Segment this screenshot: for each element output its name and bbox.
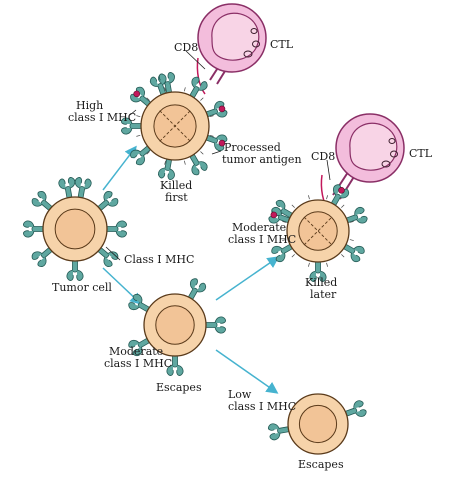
mhc-icon (58, 177, 76, 199)
mhc-icon (268, 423, 290, 441)
cell-low-mhc (268, 393, 367, 455)
arrow-to-low (215, 349, 279, 394)
mhc-icon (271, 244, 293, 263)
mhc-icon (31, 191, 53, 211)
arrow-to-high (102, 145, 137, 191)
killed-later-label-1: Killed (305, 276, 337, 289)
tumor-cells (23, 72, 368, 455)
leader-lines (105, 50, 331, 261)
antigen-icon (133, 90, 140, 98)
labels: CD8 CTL High class I MHC Processed tumor… (52, 38, 433, 471)
mhc-icon (66, 259, 84, 281)
killed-first-label-1: Killed (160, 179, 192, 192)
antigen-icon (218, 105, 226, 113)
tumor-cell-label: Tumor cell (52, 281, 112, 294)
antigen-icon (218, 139, 226, 147)
cell-moderate-right (268, 184, 368, 282)
cell-tumor (23, 177, 127, 281)
moderate-right-label-1: Moderate (232, 221, 286, 234)
high-mhc-label-1: High (76, 99, 103, 112)
mhc-icon (105, 220, 127, 238)
mhc-icon (331, 184, 350, 206)
nucleus (155, 305, 195, 345)
mhc-icon (130, 86, 151, 107)
mhc-icon (343, 244, 365, 263)
mhc-icon (205, 134, 228, 152)
mhc-icon (188, 278, 207, 300)
moderate-bottom-label-2: class I MHC (104, 357, 172, 370)
ctl-top (196, 3, 267, 95)
nucleus (54, 208, 96, 250)
mhc-icon (74, 177, 92, 199)
low-mhc-label-2: class I MHC (228, 400, 296, 413)
arrow-to-moderate-right (215, 256, 280, 301)
mhc-icon (204, 316, 226, 334)
mhc-icon (158, 157, 175, 180)
high-mhc-label-2: class I MHC (68, 111, 136, 124)
moderate-right-label-2: class I MHC (228, 233, 296, 246)
mhc-icon (189, 76, 208, 99)
antigen-icon (270, 211, 278, 219)
mhc-icon (128, 338, 150, 357)
ctl-mid-label: CTL (409, 147, 433, 160)
mhc-icon (31, 247, 53, 267)
nucleus (298, 404, 338, 444)
low-mhc-label-1: Low (228, 388, 252, 401)
killed-first-label-2: first (165, 191, 188, 204)
processed-antigen-label-1: Processed (224, 141, 281, 154)
mhc-icon (130, 145, 151, 166)
processed-antigen-label-2: tumor antigen (222, 153, 302, 166)
mhc-icon (128, 293, 150, 312)
cell-high-mhc (121, 72, 228, 180)
killed-later-label-2: later (310, 288, 337, 301)
escapes-mid-label: Escapes (156, 381, 202, 394)
moderate-bottom-label-1: Moderate (109, 345, 163, 358)
escapes-bottom-label: Escapes (298, 458, 344, 471)
antigen-icon (338, 186, 345, 194)
ctl-top-label: CTL (270, 38, 294, 51)
mhc-icon (121, 117, 143, 135)
cell-moderate-bottom (128, 278, 226, 376)
mhc-icon (23, 220, 45, 238)
cd8-top-label: CD8 (174, 41, 198, 54)
cd8-mid-label: CD8 (311, 150, 335, 163)
mhc-icon (345, 206, 368, 224)
class-i-mhc-label: Class I MHC (124, 253, 194, 266)
mhc-icon (97, 191, 119, 211)
